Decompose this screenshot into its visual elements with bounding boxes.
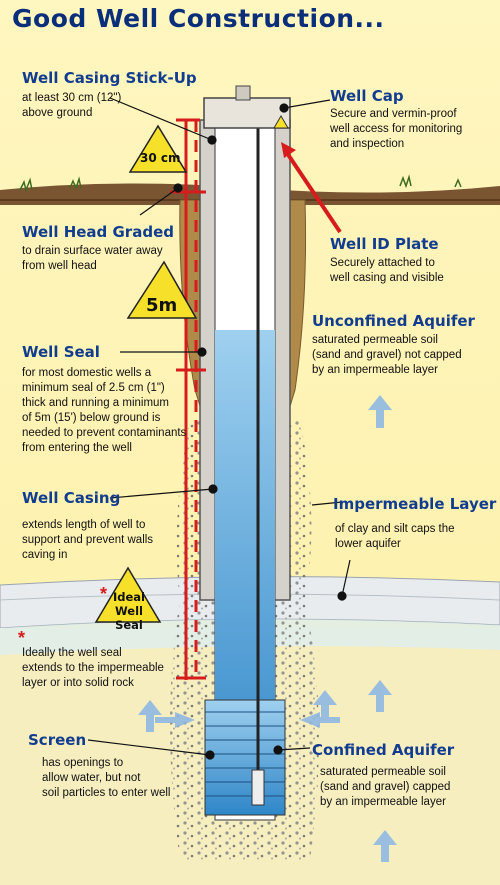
label-screen-title: Screen xyxy=(28,731,87,749)
well-screen xyxy=(204,699,286,816)
label-idplate-title: Well ID Plate xyxy=(330,235,439,253)
label-unconfined-desc: saturated permeable soil(sand and gravel… xyxy=(312,334,462,376)
label-graded-title: Well Head Graded xyxy=(22,223,174,241)
ideal-note-star: * xyxy=(18,628,26,648)
page-title: Good Well Construction... xyxy=(12,4,385,33)
label-confined-title: Confined Aquifer xyxy=(312,741,455,759)
label-cap-title: Well Cap xyxy=(330,87,404,105)
ideal-seal-star: * xyxy=(100,584,108,604)
well-cap-shape xyxy=(203,97,291,129)
marker-30cm xyxy=(128,124,188,173)
marker-30cm-text: 30 cm xyxy=(140,151,181,165)
pump xyxy=(251,769,265,806)
label-stickup-title: Well Casing Stick-Up xyxy=(22,69,197,87)
label-unconfined-title: Unconfined Aquifer xyxy=(312,312,475,330)
id-plate-shape xyxy=(273,115,289,129)
label-impermeable-title: Impermeable Layer xyxy=(333,495,497,513)
label-confined-desc: saturated permeable soil(sand and gravel… xyxy=(320,766,451,808)
marker-ideal-seal xyxy=(94,566,162,623)
label-stickup-desc: at least 30 cm (12")above ground xyxy=(22,92,122,119)
label-casing-title: Well Casing xyxy=(22,489,121,507)
marker-5m-text: 5m xyxy=(146,295,178,316)
marker-5m xyxy=(126,260,198,319)
label-seal-title: Well Seal xyxy=(22,343,100,361)
flow-arrows xyxy=(138,395,397,862)
